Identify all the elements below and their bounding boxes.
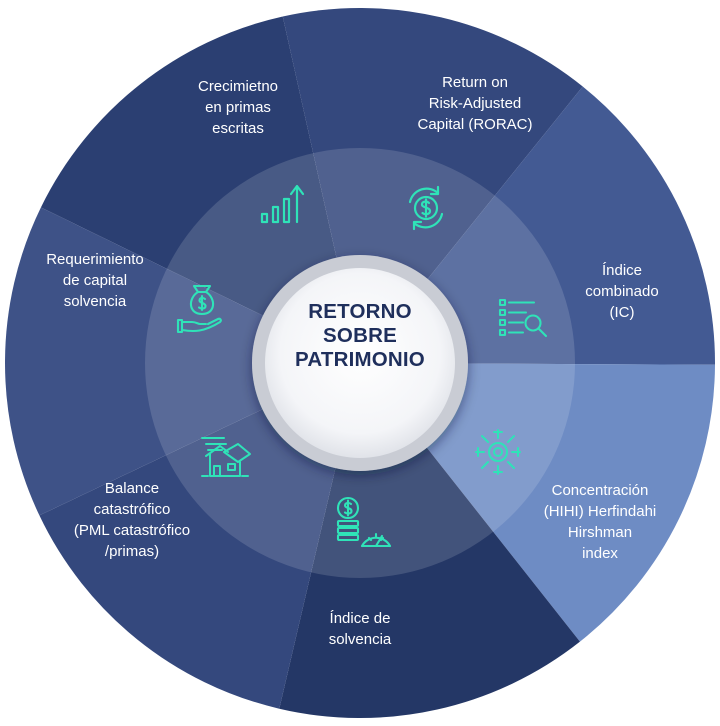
segment-label-solvencia: Índice de solvencia — [328, 610, 392, 648]
segment-label-crecimiento: Crecimietno en primas escritas — [197, 78, 279, 137]
segment-label-combinado: Índice combinado (IC) — [585, 262, 659, 321]
segment-concentracion — [360, 363, 715, 642]
list-search-icon — [498, 298, 548, 338]
segment-label-rorac: Return on Risk-Adjusted Capital (RORAC) — [417, 74, 533, 133]
center-disc — [265, 268, 455, 458]
center-title-line-2: SOBRE — [323, 324, 397, 347]
money-bag-hand-icon — [176, 284, 222, 334]
network-gear-icon — [475, 429, 521, 475]
segment-label-requerimiento: Requerimiento de capital solvencia — [46, 251, 144, 310]
segment-crecimiento — [40, 16, 361, 363]
segment-label-balance: Balance catastrófico (PML catastrófico /… — [73, 480, 191, 560]
growth-chart-icon — [260, 184, 305, 224]
dollar-cycle-icon — [408, 185, 444, 231]
segment-balance — [39, 363, 360, 709]
segment-requerimiento — [5, 207, 360, 516]
center-title: RETORNO SOBRE PATRIMONIO — [270, 300, 450, 372]
damaged-house-icon — [201, 437, 251, 477]
center-title-line-1: RETORNO — [308, 300, 412, 323]
segment-combinado — [360, 86, 716, 365]
segment-label-concentracion: Concentración (HIHI) Herfindahi Hirshman… — [543, 482, 657, 562]
segments-group — [5, 7, 716, 718]
center-title-line-3: PATRIMONIO — [295, 348, 425, 371]
coins-gauge-icon — [336, 496, 392, 548]
